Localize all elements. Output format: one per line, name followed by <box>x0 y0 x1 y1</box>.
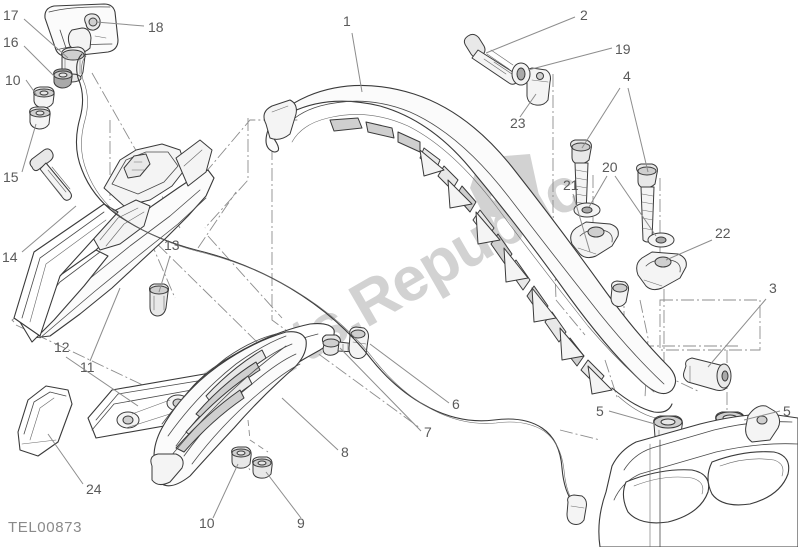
callout-label: 17 <box>3 7 19 23</box>
wiring-harness-clip <box>348 326 369 359</box>
callout-20[interactable]: 20 <box>588 159 657 237</box>
callout-label: 23 <box>510 115 526 131</box>
pivot-pin <box>683 357 732 391</box>
callout-11[interactable]: 11 <box>80 287 121 375</box>
callout-label: 4 <box>623 68 631 84</box>
callout-21[interactable]: 21 <box>563 177 591 253</box>
pan-head-bolt <box>29 148 72 201</box>
rear-reflector-grille <box>150 323 335 487</box>
callout-label: 5 <box>596 403 604 419</box>
mounting-bracket-left <box>570 221 619 259</box>
callout-6[interactable]: 6 <box>369 343 460 412</box>
callout-label: 22 <box>715 225 731 241</box>
spacer-washer-left <box>573 202 601 218</box>
callout-label: 13 <box>164 237 180 253</box>
callout-label: 1 <box>343 13 351 29</box>
callout-label: 18 <box>148 19 164 35</box>
callout-label: 3 <box>769 280 777 296</box>
reflector-pad <box>17 385 73 457</box>
callout-15[interactable]: 15 <box>3 123 37 185</box>
callout-17[interactable]: 17 <box>3 7 69 59</box>
callout-7[interactable]: 7 <box>339 347 432 440</box>
callout-2[interactable]: 2 <box>485 7 588 54</box>
callout-10-top[interactable]: 10 <box>5 72 39 98</box>
swingarm-frame <box>598 405 798 547</box>
callout-label: 15 <box>3 169 19 185</box>
callout-23[interactable]: 23 <box>510 93 537 131</box>
callout-5-right[interactable]: 5 <box>743 403 791 421</box>
callout-3[interactable]: 3 <box>707 280 777 368</box>
washer-nut-top <box>29 86 55 130</box>
callout-label: 9 <box>297 515 305 531</box>
callout-label: 7 <box>424 424 432 440</box>
callout-10-bottom[interactable]: 10 <box>199 463 239 531</box>
callout-label: 11 <box>80 359 95 375</box>
callout-24[interactable]: 24 <box>47 433 102 497</box>
callout-22[interactable]: 22 <box>665 225 731 261</box>
callout-label: 5 <box>783 403 791 419</box>
callout-label: 21 <box>563 177 579 193</box>
small-nut <box>53 68 73 89</box>
licence-light-housing <box>44 3 119 57</box>
arm-lattice <box>329 117 613 395</box>
side-reflector-panel <box>13 203 119 337</box>
grille-slats <box>161 333 301 465</box>
callout-5-left[interactable]: 5 <box>596 403 656 425</box>
flat-washer <box>511 62 531 86</box>
callout-label: 10 <box>5 72 21 88</box>
callout-label: 12 <box>54 339 70 355</box>
callout-13[interactable]: 13 <box>158 237 180 293</box>
callout-label: 19 <box>615 41 631 57</box>
callout-label: 6 <box>452 396 460 412</box>
callout-12[interactable]: 12 <box>54 339 139 407</box>
callout-14[interactable]: 14 <box>2 205 77 265</box>
wiring-harness-cable <box>75 53 587 525</box>
washer-nut-bottom <box>231 446 252 469</box>
callout-8[interactable]: 8 <box>281 397 349 460</box>
callout-label: 24 <box>86 481 102 497</box>
callout-label: 8 <box>341 444 349 460</box>
callout-19[interactable]: 19 <box>527 41 631 71</box>
number-plate-holder-arm <box>263 84 677 419</box>
callout-1[interactable]: 1 <box>343 13 363 93</box>
callout-label: 2 <box>580 7 588 23</box>
callout-16[interactable]: 16 <box>3 34 55 77</box>
cable-clip-small <box>610 280 630 307</box>
callout-label: 20 <box>602 159 618 175</box>
callout-9[interactable]: 9 <box>265 471 305 531</box>
callout-label: 14 <box>2 249 18 265</box>
callout-label: 16 <box>3 34 19 50</box>
part-number-label: TEL00873 <box>8 519 83 536</box>
callout-label: 10 <box>199 515 215 531</box>
callout-4[interactable]: 4 <box>581 68 649 173</box>
rubber-stopper <box>149 283 169 317</box>
callout-18[interactable]: 18 <box>95 19 164 35</box>
spacer-washer-right <box>647 232 675 248</box>
